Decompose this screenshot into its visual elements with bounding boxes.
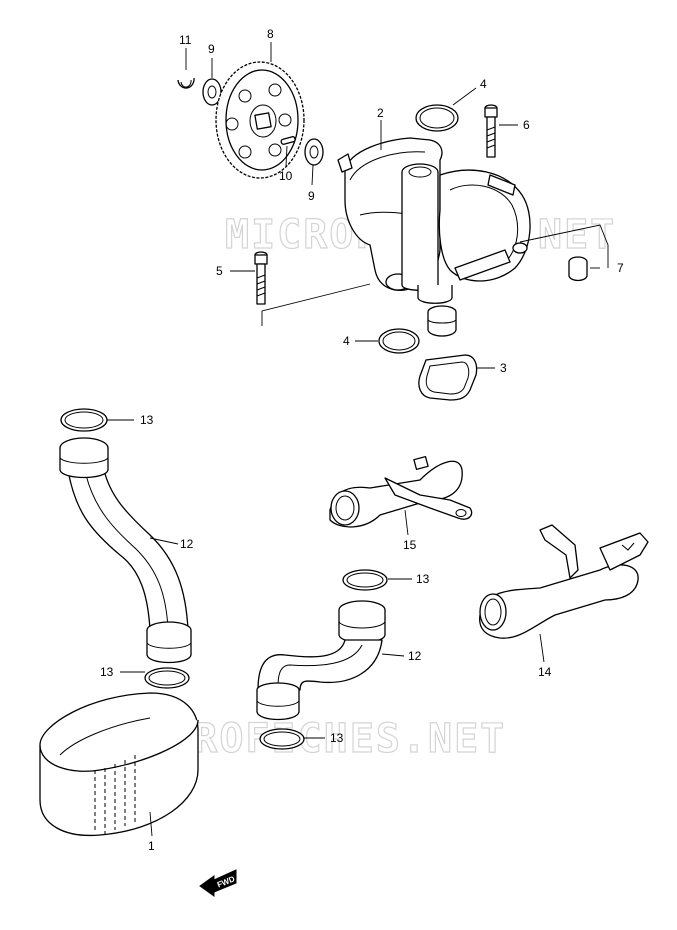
callout-1: 1 — [148, 839, 155, 853]
callout-10: 10 — [279, 169, 293, 183]
callout-12-right: 12 — [408, 649, 422, 663]
callout-14: 14 — [538, 665, 552, 679]
part-10-pin[interactable] — [280, 136, 296, 145]
callout-13-d: 13 — [330, 731, 344, 745]
part-9-washer-upper[interactable] — [202, 78, 222, 106]
callout-13-c: 13 — [416, 572, 430, 586]
callout-2: 2 — [377, 106, 384, 120]
callout-12-left: 12 — [180, 537, 194, 551]
callout-3: 3 — [500, 361, 507, 375]
part-14-hose[interactable] — [479, 524, 649, 639]
part-5-bolt[interactable] — [254, 251, 268, 305]
part-13-oring-d[interactable] — [259, 728, 305, 750]
part-13-oring-a[interactable] — [60, 408, 108, 432]
part-4-oring-lower[interactable] — [378, 328, 420, 354]
part-9-washer-lower[interactable] — [304, 138, 324, 166]
part-1-oil-filter[interactable] — [39, 692, 199, 837]
part-13-oring-c[interactable] — [342, 569, 388, 591]
part-8-gear[interactable] — [215, 61, 305, 179]
part-11-circlip[interactable] — [177, 77, 195, 89]
callout-6: 6 — [523, 118, 530, 132]
leader-lines — [107, 42, 609, 837]
callout-8: 8 — [267, 27, 274, 41]
part-13-oring-b[interactable] — [144, 667, 190, 689]
part-3-gasket[interactable] — [418, 354, 478, 401]
callout-9-lower: 9 — [308, 189, 315, 203]
callout-7: 7 — [617, 261, 624, 275]
part-12-oil-pipe-left[interactable] — [59, 437, 192, 664]
callout-4-lower: 4 — [343, 334, 350, 348]
callouts: 11 9 8 2 4 6 10 9 7 5 4 3 13 12 13 15 13… — [100, 27, 624, 853]
part-15-hose[interactable] — [329, 455, 473, 528]
callout-9-upper: 9 — [208, 42, 215, 56]
callout-13-b: 13 — [100, 665, 114, 679]
callout-15: 15 — [403, 538, 417, 552]
fwd-arrow-icon: FWD — [199, 869, 237, 897]
part-6-bolt[interactable] — [484, 104, 498, 158]
part-7-dowel[interactable] — [568, 256, 588, 282]
callout-11: 11 — [179, 33, 192, 47]
callout-4-upper: 4 — [480, 77, 487, 91]
part-4-oring-upper[interactable] — [415, 104, 459, 132]
part-2-oil-pump[interactable] — [337, 137, 531, 337]
part-12-oil-pipe-right[interactable] — [256, 600, 386, 721]
callout-5: 5 — [216, 264, 223, 278]
callout-13-a: 13 — [140, 413, 154, 427]
